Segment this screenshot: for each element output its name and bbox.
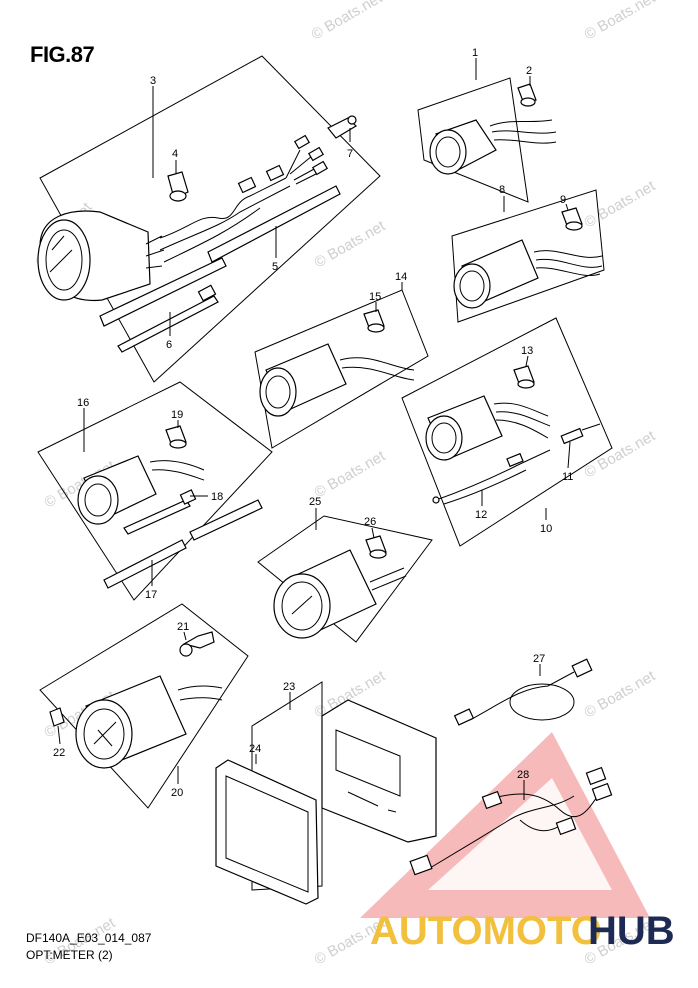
- tube-5: [207, 185, 341, 263]
- bulb-4: [167, 171, 189, 202]
- watermark: © Boats.net: [582, 427, 659, 481]
- callout-4: 4: [172, 148, 178, 160]
- watermark: © Boats.net: [582, 0, 659, 43]
- plug-7: [327, 115, 357, 139]
- callout-6: 6: [166, 339, 172, 351]
- bezel-24: [215, 759, 319, 905]
- callout-22: 22: [53, 747, 65, 759]
- bulb-26: [365, 535, 387, 559]
- automotohub-logo: AUTOMOTO HUB: [360, 732, 675, 953]
- callout-25: 25: [309, 496, 321, 508]
- group-box-16: [37, 381, 273, 601]
- figure-title: FIG.87: [30, 42, 95, 67]
- callout-27: 27: [533, 653, 545, 665]
- harness-12: [432, 449, 551, 505]
- bulb-2: [517, 83, 537, 107]
- harness-28: [409, 766, 613, 876]
- callout-13: 13: [521, 345, 533, 357]
- diagram-caption: DF140A_E03_014_087 OPT:METER (2): [26, 930, 151, 964]
- callout-11: 11: [562, 471, 573, 483]
- display-23: [321, 699, 437, 843]
- callout-23: 23: [283, 681, 295, 693]
- logo-triangle-inner: [428, 778, 612, 890]
- logo-auto-text: AUTOMOTO: [370, 909, 602, 953]
- callout-14: 14: [395, 271, 407, 283]
- callout-8: 8: [499, 184, 505, 196]
- gauge-14: [259, 343, 415, 417]
- watermark: © Boats.net: [309, 0, 386, 43]
- tube-17: [103, 499, 263, 589]
- callout-16: 16: [77, 397, 89, 409]
- logo-hub-text: HUB: [588, 909, 675, 953]
- bulb-9: [561, 207, 583, 231]
- callout-12: 12: [475, 509, 487, 521]
- callout-10: 10: [540, 523, 552, 535]
- group-box-14: [254, 289, 429, 449]
- callout-5: 5: [272, 261, 278, 273]
- callout-21: 21: [177, 621, 189, 633]
- bulb-21: [179, 631, 215, 657]
- tube-6: [99, 257, 227, 353]
- bulb-22: [49, 707, 65, 727]
- watermark: © Boats.net: [582, 177, 659, 231]
- caption-title: OPT:METER (2): [26, 948, 113, 962]
- callout-7: 7: [347, 148, 353, 160]
- callout-20: 20: [171, 787, 183, 799]
- watermark: © Boats.net: [312, 217, 389, 271]
- callout-26: 26: [364, 516, 376, 528]
- bulb-15: [363, 309, 385, 333]
- gauge-1: [429, 119, 557, 175]
- harness-11: [560, 423, 601, 445]
- callout-3: 3: [150, 75, 156, 87]
- gauge-25: [273, 549, 407, 639]
- cable-27: [453, 658, 593, 726]
- callout-19: 19: [171, 409, 183, 421]
- group-box-1: [417, 77, 529, 203]
- watermark: © Boats.net: [582, 667, 659, 721]
- gauge-10: [425, 395, 551, 461]
- callout-9: 9: [560, 194, 566, 206]
- callout-18: 18: [211, 491, 223, 503]
- group-box-20: [39, 603, 249, 809]
- gauge-20: [75, 675, 223, 769]
- leader-lines: [57, 58, 571, 800]
- callout-1: 1: [472, 47, 478, 59]
- gauge-16: [77, 455, 205, 525]
- callout-2: 2: [526, 65, 532, 77]
- bulb-19: [165, 425, 187, 449]
- callout-28: 28: [517, 769, 529, 781]
- callout-24: 24: [249, 743, 261, 755]
- bulb-13: [513, 365, 535, 389]
- watermark: © Boats.net: [312, 447, 389, 501]
- gauge-3: [37, 134, 329, 302]
- callout-15: 15: [369, 291, 381, 303]
- callout-17: 17: [145, 589, 157, 601]
- tie-18: [123, 489, 197, 535]
- caption-code: DF140A_E03_014_087: [26, 931, 152, 945]
- gauge-8: [453, 239, 603, 309]
- callout-labels: 3 4 7 5 6 1 2 8 9 14 15 13 11 12 10 16 1…: [53, 47, 573, 799]
- group-box-10: [401, 317, 613, 547]
